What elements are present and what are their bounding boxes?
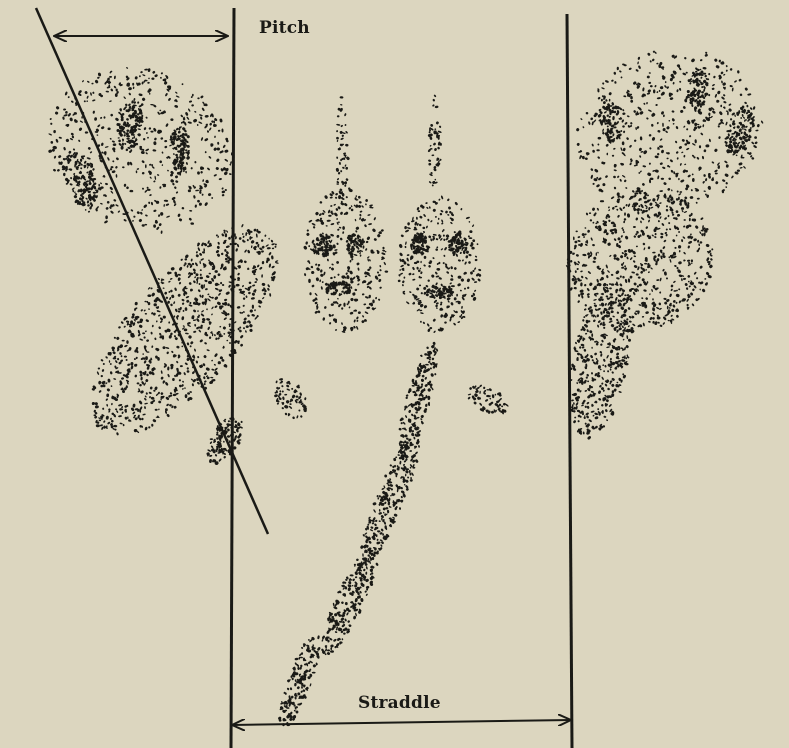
tail-drag-trail bbox=[277, 342, 438, 727]
right-fore-footprint bbox=[397, 94, 481, 333]
left-straddle-line bbox=[231, 8, 234, 748]
left-dewclaw-mark bbox=[274, 378, 308, 419]
right-dewclaw-mark bbox=[467, 384, 509, 414]
footprint-stipple-group bbox=[48, 50, 764, 726]
straddle-label: Straddle bbox=[358, 693, 441, 713]
pitch-label: Pitch bbox=[259, 18, 310, 38]
right-hind-footprint bbox=[565, 50, 763, 440]
left-hind-footprint bbox=[48, 67, 279, 466]
left-fore-footprint bbox=[303, 96, 388, 333]
